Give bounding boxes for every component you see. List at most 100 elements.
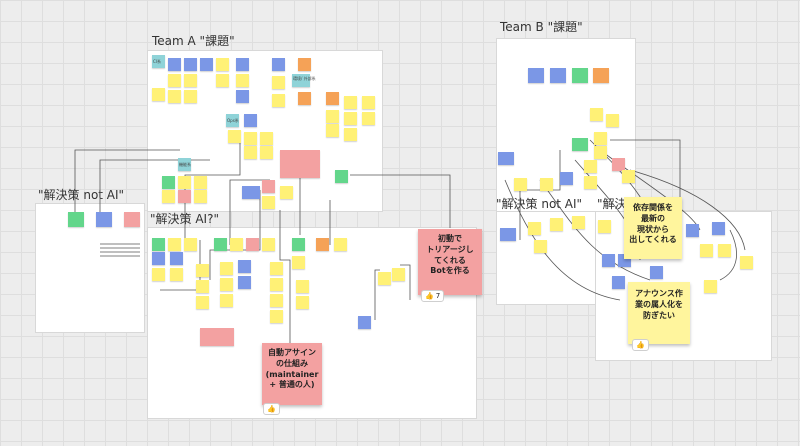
sticky-note[interactable] bbox=[704, 280, 717, 293]
sticky-note[interactable] bbox=[194, 190, 207, 203]
sticky-note[interactable] bbox=[316, 238, 329, 251]
sticky-note[interactable] bbox=[200, 58, 213, 71]
sticky-note[interactable] bbox=[292, 74, 310, 87]
sticky-note[interactable] bbox=[168, 238, 181, 251]
sticky-note[interactable] bbox=[170, 268, 183, 281]
sticky-note[interactable] bbox=[228, 130, 241, 143]
sticky-note[interactable] bbox=[152, 88, 165, 101]
sticky-note[interactable] bbox=[334, 238, 347, 251]
sticky-note[interactable] bbox=[594, 146, 607, 159]
sticky-note[interactable] bbox=[178, 158, 191, 171]
sticky-note[interactable] bbox=[178, 190, 191, 203]
sticky-note[interactable] bbox=[612, 276, 625, 289]
sticky-note[interactable] bbox=[550, 218, 563, 231]
triage-bot-reaction[interactable]: 👍 7 bbox=[421, 290, 445, 302]
sticky-note[interactable] bbox=[262, 196, 275, 209]
sticky-note[interactable] bbox=[220, 294, 233, 307]
sticky-note[interactable] bbox=[196, 280, 209, 293]
sticky-note[interactable] bbox=[270, 278, 283, 291]
sticky-note[interactable] bbox=[740, 256, 753, 269]
sticky-note[interactable] bbox=[500, 228, 516, 241]
sticky-note[interactable] bbox=[612, 158, 625, 171]
sticky-note[interactable] bbox=[270, 262, 283, 275]
sticky-note[interactable] bbox=[244, 132, 257, 145]
sticky-note[interactable] bbox=[162, 176, 175, 189]
sticky-note[interactable] bbox=[718, 244, 731, 257]
sticky-note[interactable] bbox=[686, 224, 699, 237]
sticky-note[interactable] bbox=[262, 238, 275, 251]
sticky-note[interactable] bbox=[296, 280, 309, 293]
sticky-note[interactable] bbox=[594, 132, 607, 145]
sticky-note[interactable] bbox=[214, 238, 227, 251]
sticky-note[interactable] bbox=[514, 178, 527, 191]
sticky-note[interactable] bbox=[220, 278, 233, 291]
sticky-note[interactable] bbox=[272, 58, 285, 71]
sticky-note[interactable] bbox=[184, 58, 197, 71]
solution-not-ai-left-title[interactable]: "解決策 not AI" bbox=[38, 188, 125, 202]
sticky-note[interactable] bbox=[236, 90, 249, 103]
sticky-note[interactable] bbox=[246, 238, 259, 251]
sticky-note[interactable] bbox=[280, 186, 293, 199]
sticky-note[interactable] bbox=[260, 146, 273, 159]
sticky-note[interactable] bbox=[593, 68, 609, 83]
sticky-note[interactable] bbox=[270, 310, 283, 323]
sticky-note[interactable] bbox=[298, 92, 311, 105]
sticky-note[interactable] bbox=[540, 178, 553, 191]
sticky-note[interactable] bbox=[298, 58, 311, 71]
sticky-note[interactable] bbox=[124, 212, 140, 227]
solution-ai-left-title[interactable]: "解決策 AI?" bbox=[150, 212, 219, 226]
sticky-note[interactable] bbox=[236, 58, 249, 71]
sticky-note[interactable] bbox=[326, 124, 339, 137]
sticky-note[interactable] bbox=[178, 176, 191, 189]
sticky-note[interactable] bbox=[584, 176, 597, 189]
sticky-note[interactable] bbox=[572, 216, 585, 229]
sticky-note[interactable] bbox=[335, 170, 348, 183]
sticky-note[interactable] bbox=[194, 176, 207, 189]
dependency-update-sticky[interactable]: 依存関係を 最新の 現状から 出してくれる bbox=[624, 197, 682, 259]
announcement-reaction[interactable]: 👍 bbox=[632, 339, 649, 351]
auto-assign-reaction[interactable]: 👍 bbox=[263, 403, 280, 415]
sticky-note[interactable] bbox=[344, 112, 357, 125]
sticky-note[interactable] bbox=[572, 68, 588, 83]
solution-not-ai-right-title[interactable]: "解決策 not AI" bbox=[496, 197, 583, 211]
sticky-note[interactable] bbox=[162, 190, 175, 203]
team-b-title[interactable]: Team B "課題" bbox=[500, 20, 583, 34]
sticky-note[interactable] bbox=[358, 316, 371, 329]
sticky-note[interactable] bbox=[292, 238, 305, 251]
sticky-note[interactable] bbox=[230, 238, 243, 251]
sticky-note[interactable] bbox=[270, 294, 283, 307]
sticky-note[interactable] bbox=[260, 132, 273, 145]
sticky-note[interactable] bbox=[598, 220, 611, 233]
sticky-note[interactable] bbox=[244, 146, 257, 159]
sticky-note[interactable] bbox=[226, 114, 239, 127]
sticky-note[interactable] bbox=[272, 76, 285, 89]
auto-assign-sticky[interactable]: 自動アサイン の仕組み (maintainer + 普通の人) bbox=[262, 343, 322, 405]
sticky-note[interactable] bbox=[68, 212, 84, 227]
sticky-note[interactable] bbox=[534, 240, 547, 253]
sticky-note[interactable] bbox=[170, 252, 183, 265]
sticky-note[interactable] bbox=[216, 58, 229, 71]
sticky-note[interactable] bbox=[184, 74, 197, 87]
sticky-note[interactable] bbox=[184, 90, 197, 103]
sticky-note[interactable] bbox=[650, 266, 663, 279]
sticky-note[interactable] bbox=[262, 180, 275, 193]
sticky-note[interactable] bbox=[392, 268, 405, 281]
sticky-note[interactable] bbox=[196, 296, 209, 309]
sticky-note[interactable] bbox=[572, 138, 588, 151]
sticky-note[interactable] bbox=[152, 238, 165, 251]
sticky-note[interactable] bbox=[584, 160, 597, 173]
sticky-note[interactable] bbox=[238, 260, 251, 273]
sticky-note[interactable] bbox=[168, 90, 181, 103]
sticky-note[interactable] bbox=[168, 74, 181, 87]
sticky-note[interactable] bbox=[362, 112, 375, 125]
sticky-note[interactable] bbox=[152, 268, 165, 281]
sticky-note[interactable] bbox=[498, 152, 514, 165]
sticky-note[interactable] bbox=[216, 74, 229, 87]
sticky-note[interactable] bbox=[622, 170, 635, 183]
sticky-note[interactable] bbox=[326, 92, 339, 105]
team-a-title[interactable]: Team A "課題" bbox=[152, 34, 235, 48]
sticky-note[interactable] bbox=[344, 128, 357, 141]
sticky-note[interactable] bbox=[712, 222, 725, 235]
sticky-note[interactable] bbox=[168, 58, 181, 71]
sticky-note[interactable] bbox=[602, 254, 615, 267]
